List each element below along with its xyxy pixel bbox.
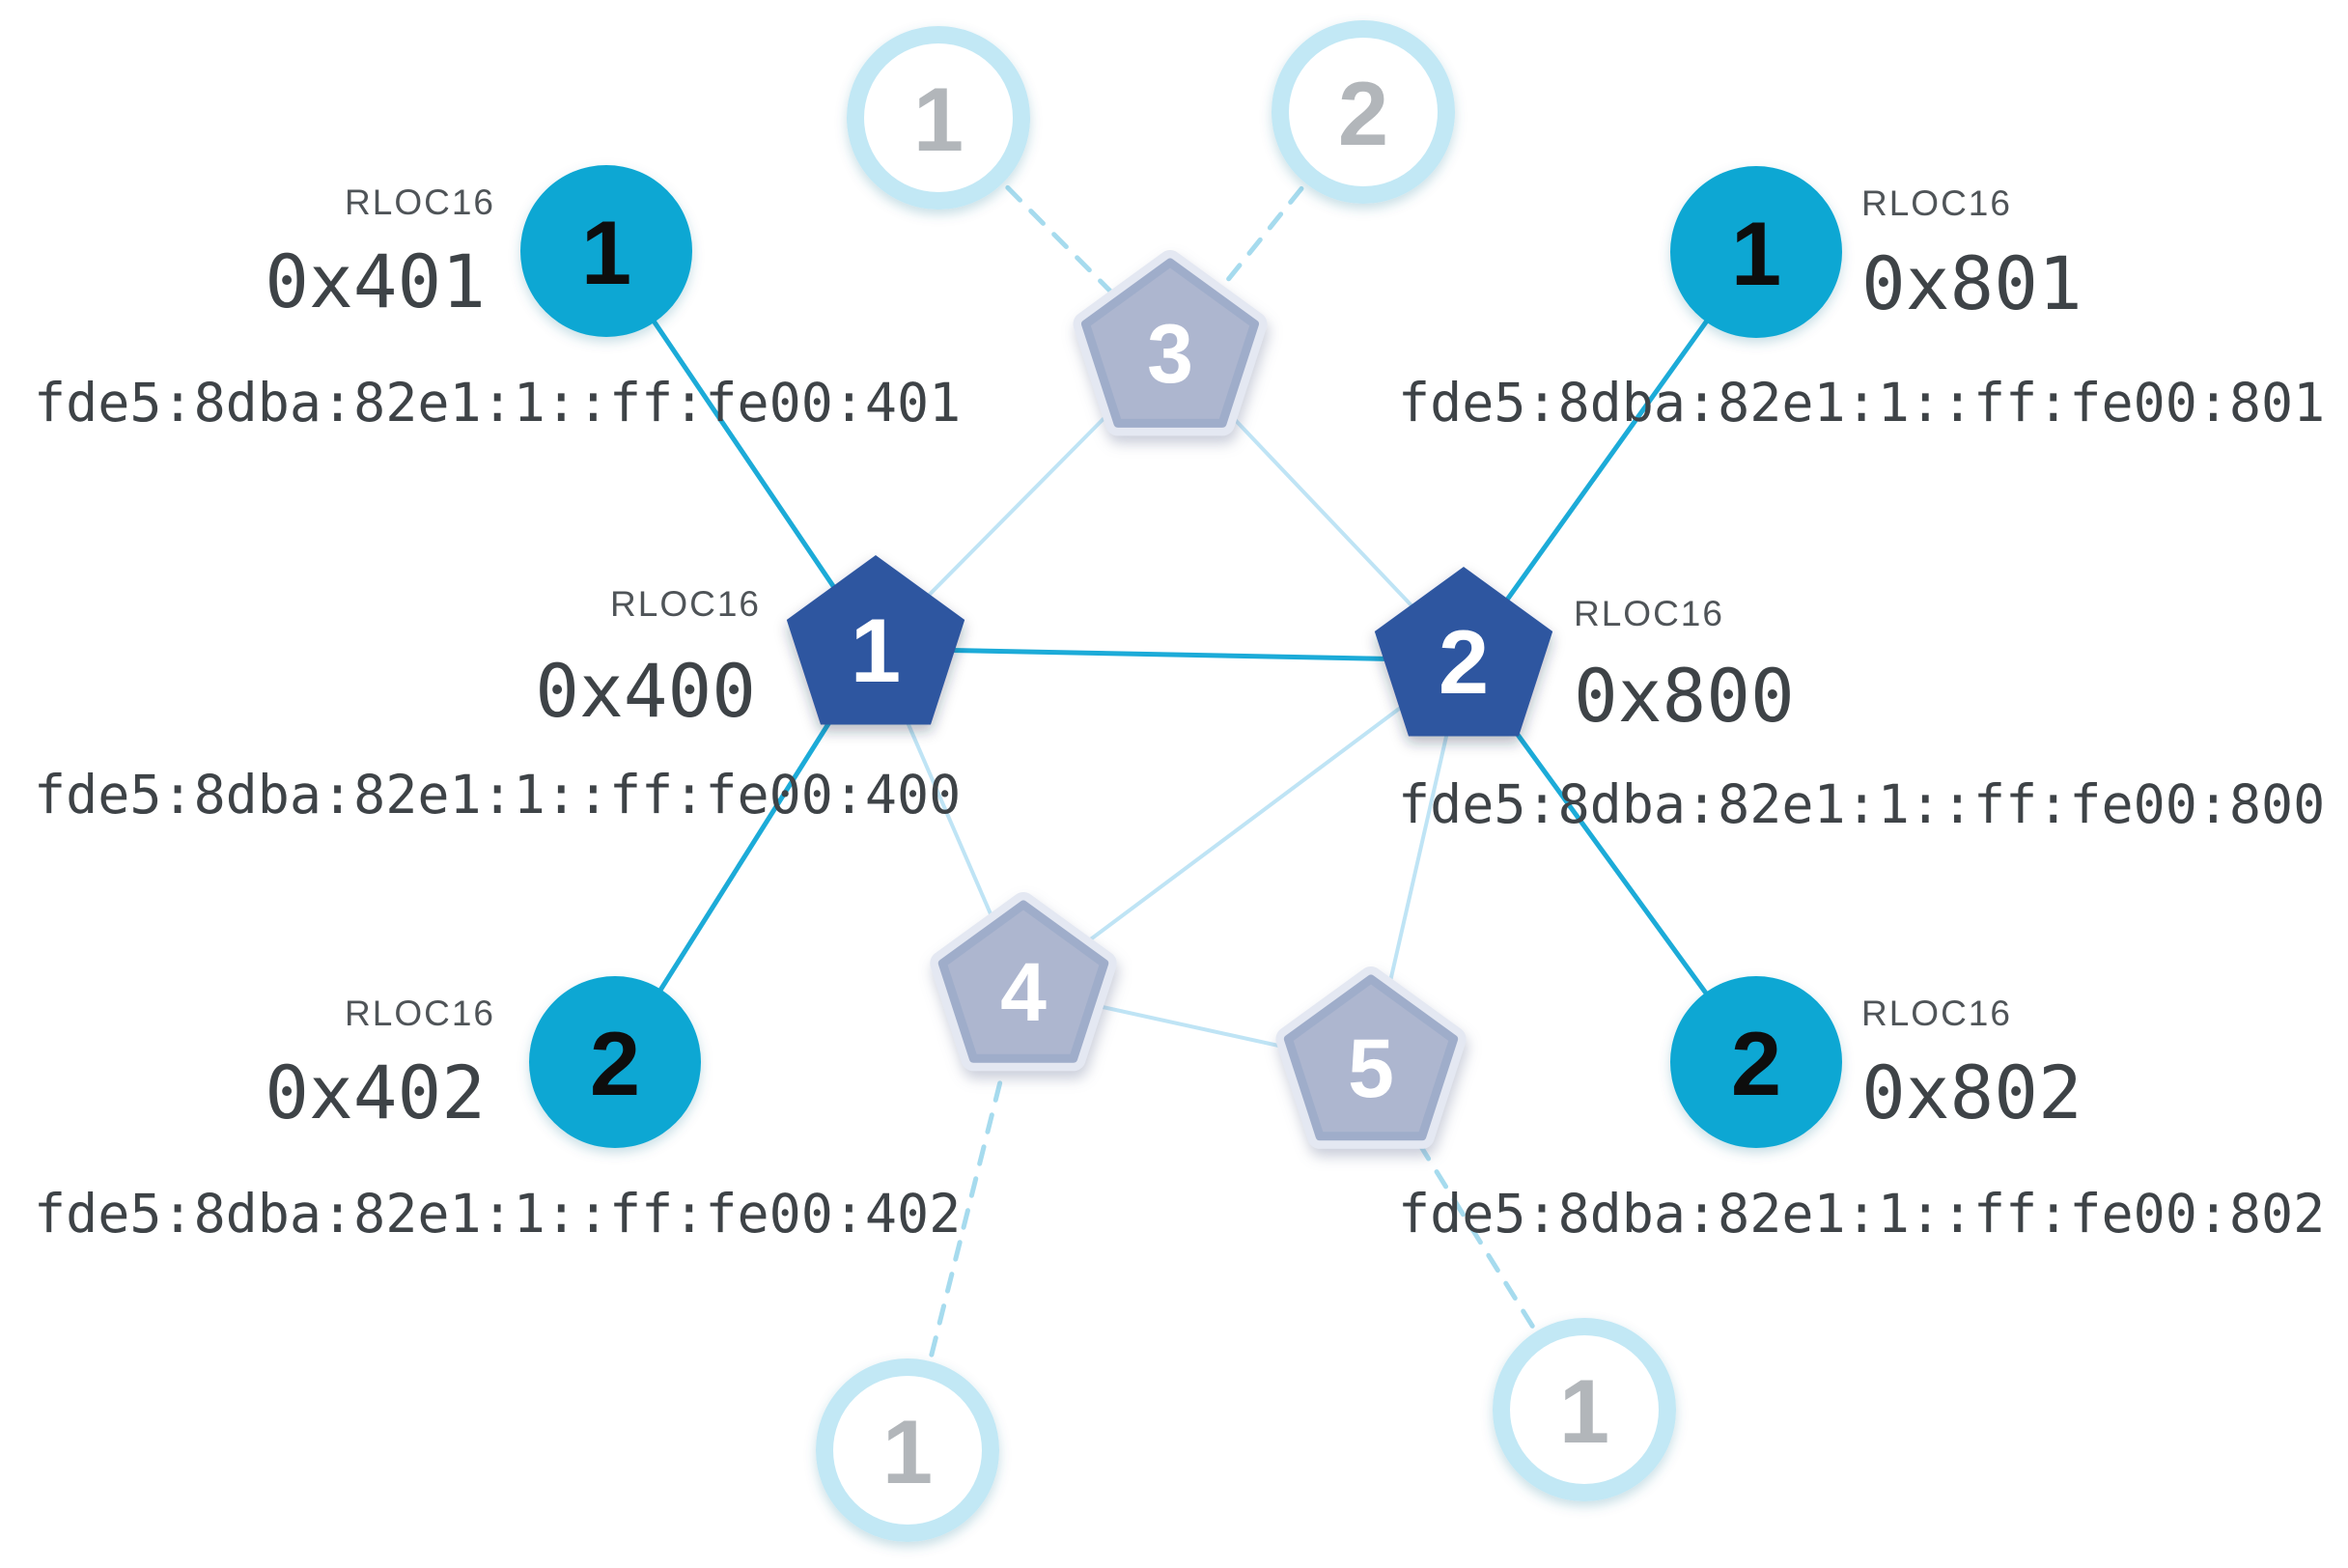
faded-circle-number: 1 (882, 1401, 933, 1502)
end-device-number: 2 (1731, 1013, 1781, 1114)
end-device-circle-icon (1670, 976, 1842, 1148)
faded-router-pentagon-4: 4 (930, 892, 1117, 1072)
ipv6-address-402: fde5:8dba:82e1:1::ff:fe00:402 (34, 1183, 961, 1245)
faded-circle-icon (1493, 1318, 1676, 1501)
rloc16-value-800: 0x800 (1574, 653, 1795, 739)
faded-circle-icon (1272, 20, 1455, 204)
end-device-number: 1 (581, 202, 631, 303)
ipv6-address-800: fde5:8dba:82e1:1::ff:fe00:800 (1398, 773, 2325, 835)
faded-end-device-bottom-left: 1 (816, 1358, 999, 1542)
rloc16-caption-801: RLOC16 (1861, 183, 2012, 223)
end-device-circle-icon (520, 165, 692, 337)
router-pentagon-icon (786, 555, 965, 725)
rloc16-caption-402: RLOC16 (345, 994, 495, 1033)
faded-router-pentagon-3: 3 (1073, 250, 1268, 436)
end-device-node-802: 2 (1670, 976, 1842, 1148)
rloc16-value-801: 0x801 (1861, 240, 2082, 326)
rloc16-value-802: 0x802 (1861, 1050, 2082, 1135)
faded-circle-icon (816, 1358, 999, 1542)
router-pentagon-icon (1374, 567, 1553, 737)
faded-router-pentagon-5: 5 (1275, 966, 1467, 1149)
faded-end-device-bottom-right: 1 (1493, 1318, 1676, 1501)
faded-end-device-top-2: 2 (1272, 20, 1455, 204)
pentagon-icon (1081, 258, 1259, 428)
rloc16-value-401: 0x401 (265, 238, 486, 324)
rloc16-caption-400: RLOC16 (610, 584, 761, 624)
rloc16-value-402: 0x402 (265, 1050, 486, 1135)
rloc16-caption-800: RLOC16 (1574, 594, 1724, 633)
ipv6-address-401: fde5:8dba:82e1:1::ff:fe00:401 (34, 372, 961, 434)
end-device-node-402: 2 (529, 976, 701, 1148)
end-device-circle-icon (1670, 166, 1842, 338)
ipv6-address-400: fde5:8dba:82e1:1::ff:fe00:400 (34, 764, 961, 826)
pentagon-number: 3 (1147, 308, 1193, 401)
faded-link-router2-pentagon4 (1021, 658, 1466, 992)
rloc16-caption-401: RLOC16 (345, 182, 495, 222)
router-node-400: 1 (786, 555, 965, 725)
pentagon-number: 5 (1348, 1022, 1394, 1115)
router-number: 1 (851, 600, 901, 701)
router-node-800: 2 (1374, 567, 1553, 737)
pentagon-icon (1283, 974, 1459, 1141)
end-device-number: 2 (590, 1013, 640, 1114)
faded-circle-number: 2 (1338, 63, 1388, 164)
pentagon-icon (937, 900, 1109, 1063)
faded-end-device-top-1: 1 (847, 26, 1030, 210)
router-number: 2 (1439, 611, 1489, 713)
ipv6-address-801: fde5:8dba:82e1:1::ff:fe00:801 (1398, 372, 2325, 434)
pentagon-number: 4 (1000, 946, 1047, 1039)
link-router1-router2 (875, 646, 1465, 663)
rloc16-caption-802: RLOC16 (1861, 994, 2012, 1033)
faded-circle-icon (847, 26, 1030, 210)
end-device-node-401: 1 (520, 165, 692, 337)
end-device-node-801: 1 (1670, 166, 1842, 338)
end-device-number: 1 (1731, 203, 1781, 304)
end-device-circle-icon (529, 976, 701, 1148)
faded-circle-number: 1 (913, 69, 964, 170)
faded-circle-number: 1 (1559, 1360, 1609, 1462)
ipv6-address-802: fde5:8dba:82e1:1::ff:fe00:802 (1398, 1183, 2325, 1245)
rloc16-value-400: 0x400 (535, 648, 756, 734)
